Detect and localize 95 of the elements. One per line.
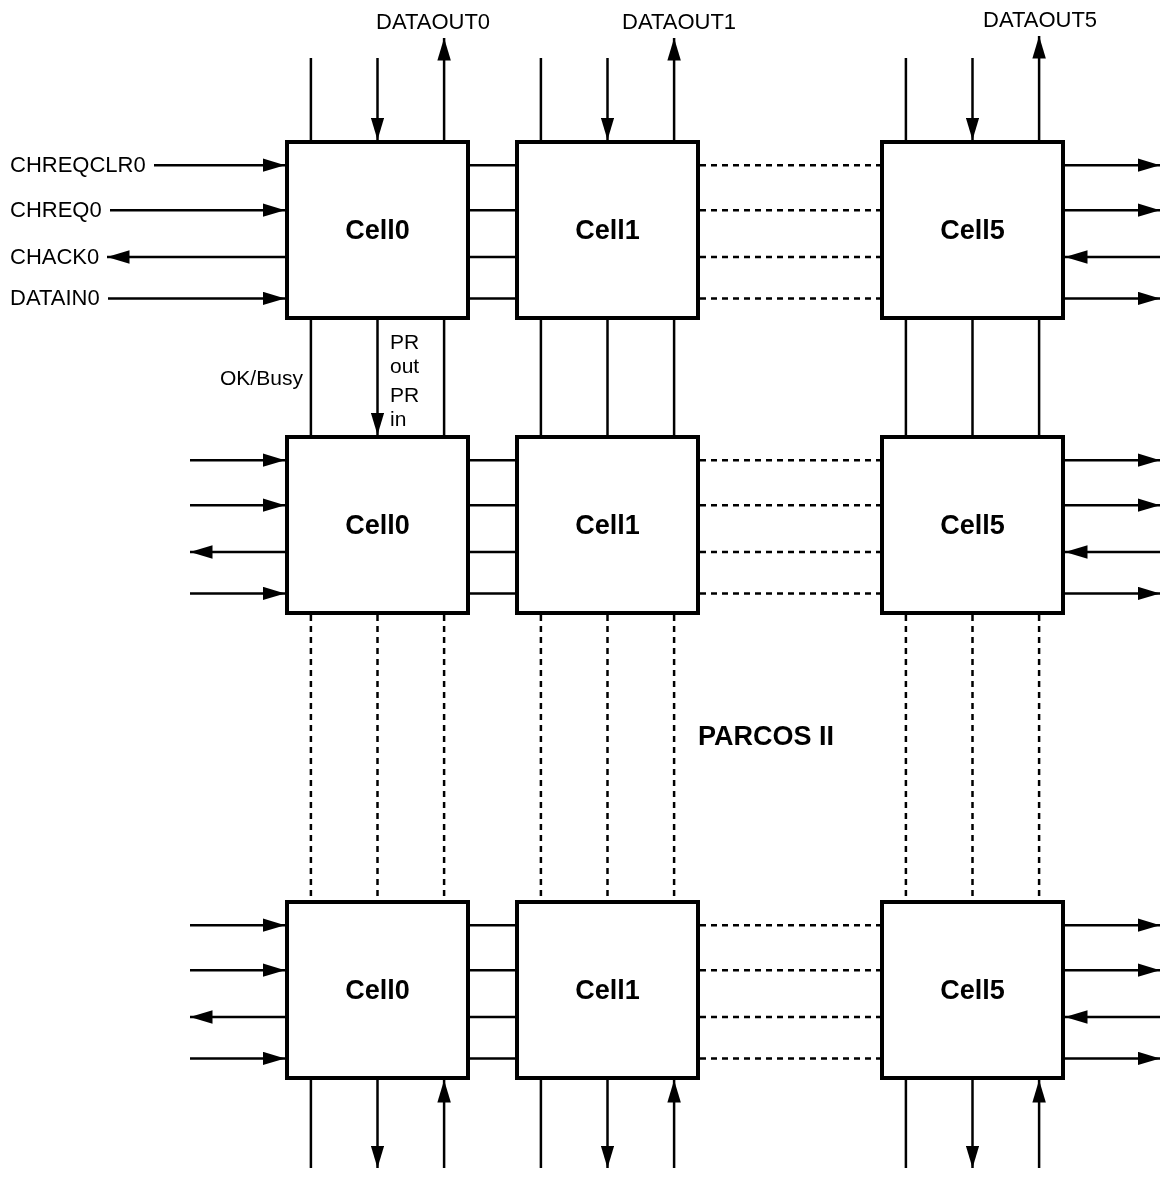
arrow — [190, 1051, 285, 1066]
signal-line — [700, 550, 880, 554]
arrow — [1065, 250, 1160, 264]
signal-line — [309, 320, 313, 435]
signal-line — [442, 320, 446, 435]
signal-line — [539, 320, 543, 435]
cell-box: Cell1 — [515, 900, 700, 1080]
arrow — [600, 58, 615, 140]
arrow — [107, 250, 285, 264]
signal-line — [1037, 320, 1041, 435]
arrow — [190, 453, 285, 467]
arrow — [370, 320, 385, 435]
signal-line — [700, 1015, 880, 1019]
diagram-label: PARCOS II — [698, 724, 835, 748]
signal-line — [672, 320, 676, 435]
arrow — [1065, 586, 1160, 601]
signal-line — [971, 320, 974, 435]
signal-label: DATAIN0 — [10, 284, 108, 313]
signal-label: CHREQ0 — [10, 196, 110, 225]
signal-line — [470, 503, 515, 507]
signal-line — [700, 255, 880, 259]
cell-box: Cell5 — [880, 140, 1065, 320]
signal-line — [700, 592, 880, 595]
arrow — [108, 291, 285, 306]
arrow — [1065, 453, 1160, 467]
signal-label: DATAOUT0 — [376, 8, 491, 38]
signal-line — [470, 550, 515, 554]
cell-box: Cell0 — [285, 140, 470, 320]
arrow — [154, 158, 285, 172]
arrow — [370, 58, 385, 140]
arrow — [1065, 203, 1160, 217]
signal-line — [470, 1015, 515, 1019]
signal-label: PR out — [390, 330, 421, 378]
signal-line — [470, 592, 515, 595]
signal-line — [700, 458, 880, 462]
arrow — [190, 1010, 285, 1024]
cell-box: Cell1 — [515, 140, 700, 320]
arrow — [1065, 158, 1160, 172]
cell-box: Cell5 — [880, 435, 1065, 615]
signal-line — [539, 58, 543, 140]
arrow — [437, 1080, 451, 1168]
cell-box: Cell0 — [285, 900, 470, 1080]
signal-line — [700, 297, 880, 300]
signal-label: DATAOUT1 — [622, 8, 737, 38]
signal-line — [700, 923, 880, 927]
signal-line — [700, 208, 880, 212]
signal-line — [700, 1057, 880, 1060]
arrow — [437, 38, 451, 140]
signal-line — [700, 163, 880, 167]
signal-line — [470, 208, 515, 212]
signal-line — [700, 503, 880, 507]
arrow — [1065, 1051, 1160, 1066]
arrow — [1065, 1010, 1160, 1024]
arrow — [965, 58, 980, 140]
signal-label: DATAOUT5 — [983, 6, 1098, 36]
arrow — [667, 38, 681, 140]
arrow — [600, 1080, 615, 1168]
signal-line — [309, 58, 313, 140]
arrow — [1065, 963, 1160, 977]
signal-label: CHACK0 — [10, 243, 108, 271]
arrow — [1032, 1080, 1046, 1168]
signal-line — [470, 297, 515, 300]
arrow — [965, 1080, 980, 1168]
signal-line — [309, 1080, 313, 1168]
cell-box: Cell5 — [880, 900, 1065, 1080]
arrow — [190, 498, 285, 512]
cell-box: Cell0 — [285, 435, 470, 615]
signal-line — [539, 1080, 543, 1168]
signal-line — [904, 58, 908, 140]
arrow — [110, 203, 285, 217]
signal-line — [470, 458, 515, 462]
arrow — [1065, 918, 1160, 932]
signal-line — [904, 1080, 908, 1168]
arrow — [370, 1080, 385, 1168]
edge-label: OK/Busy — [219, 365, 303, 390]
signal-label: CHREQCLR0 — [10, 151, 154, 180]
arrow — [667, 1080, 681, 1168]
signal-line — [700, 968, 880, 972]
signal-line — [470, 968, 515, 972]
signal-line — [470, 1057, 515, 1060]
signal-line — [470, 163, 515, 167]
arrow — [1065, 498, 1160, 512]
arrow — [190, 586, 285, 601]
signal-line — [470, 923, 515, 927]
signal-label: PR in — [390, 383, 421, 431]
arrow — [190, 963, 285, 977]
arrow — [1032, 36, 1046, 140]
arrow — [1065, 291, 1160, 306]
signal-line — [904, 320, 908, 435]
cell-box: Cell1 — [515, 435, 700, 615]
arrow — [1065, 545, 1160, 559]
signal-line — [470, 255, 515, 259]
arrow — [190, 545, 285, 559]
signal-line — [606, 320, 609, 435]
arrow — [190, 918, 285, 932]
